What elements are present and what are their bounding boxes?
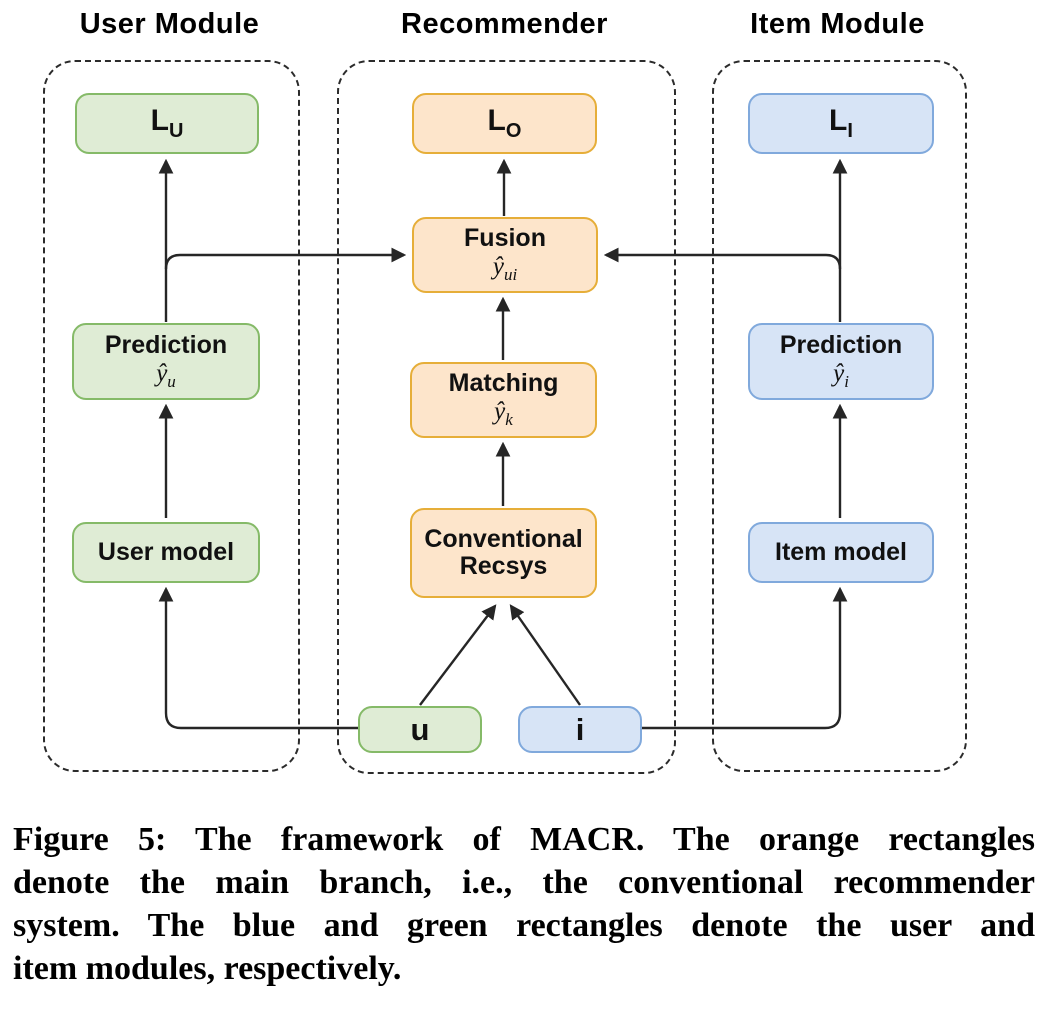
item-module-container: [712, 60, 967, 772]
figure-caption: Figure 5: The framework of MACR. The ora…: [13, 818, 1035, 990]
node-loss-rec: LO: [412, 93, 597, 154]
node-prediction-item: Prediction ŷi: [748, 323, 934, 400]
loss-item-label: LI: [829, 103, 853, 142]
caption-line: denote the main branch, i.e., the conven…: [13, 864, 1035, 901]
edge-input-u-to-recsys: [419, 604, 497, 706]
caption-line: item modules, respectively.: [13, 950, 402, 987]
node-loss-user: LU: [75, 93, 259, 154]
caption-line: system. The blue and green rectangles de…: [13, 907, 1035, 944]
edge-input-i-to-recsys: [509, 604, 581, 706]
item-module-title: Item Module: [750, 8, 925, 40]
node-input-i: i: [518, 706, 642, 753]
loss-rec-label: LO: [487, 103, 522, 142]
node-loss-item: LI: [748, 93, 934, 154]
edge-prediction-user-to-fusion: [164, 247, 407, 270]
prediction-item-formula: ŷi: [833, 359, 849, 391]
recommender-module-container: [337, 60, 676, 774]
edge-input-i-to-item-model: [642, 586, 848, 730]
node-input-u: u: [358, 706, 482, 753]
node-prediction-user: Prediction ŷu: [72, 323, 260, 400]
user-module-title: User Module: [79, 8, 260, 40]
node-item-model: Item model: [748, 522, 934, 583]
caption-line: Figure 5: The framework of MACR. The ora…: [13, 821, 1035, 858]
edge-input-u-to-user-model: [158, 586, 358, 730]
matching-formula: ŷk: [494, 398, 513, 430]
fusion-formula: ŷui: [492, 253, 518, 285]
edge-prediction-item-to-fusion: [603, 247, 842, 270]
node-fusion: Fusion ŷui: [412, 217, 598, 293]
loss-user-label: LU: [150, 103, 184, 142]
prediction-user-formula: ŷu: [156, 359, 176, 391]
recommender-module-title: Recommender: [401, 8, 608, 40]
node-user-model: User model: [72, 522, 260, 583]
diagram-edges: [158, 158, 848, 730]
user-module-container: [43, 60, 300, 772]
node-conventional-recsys: Conventional Recsys: [410, 508, 597, 598]
node-matching: Matching ŷk: [410, 362, 597, 438]
